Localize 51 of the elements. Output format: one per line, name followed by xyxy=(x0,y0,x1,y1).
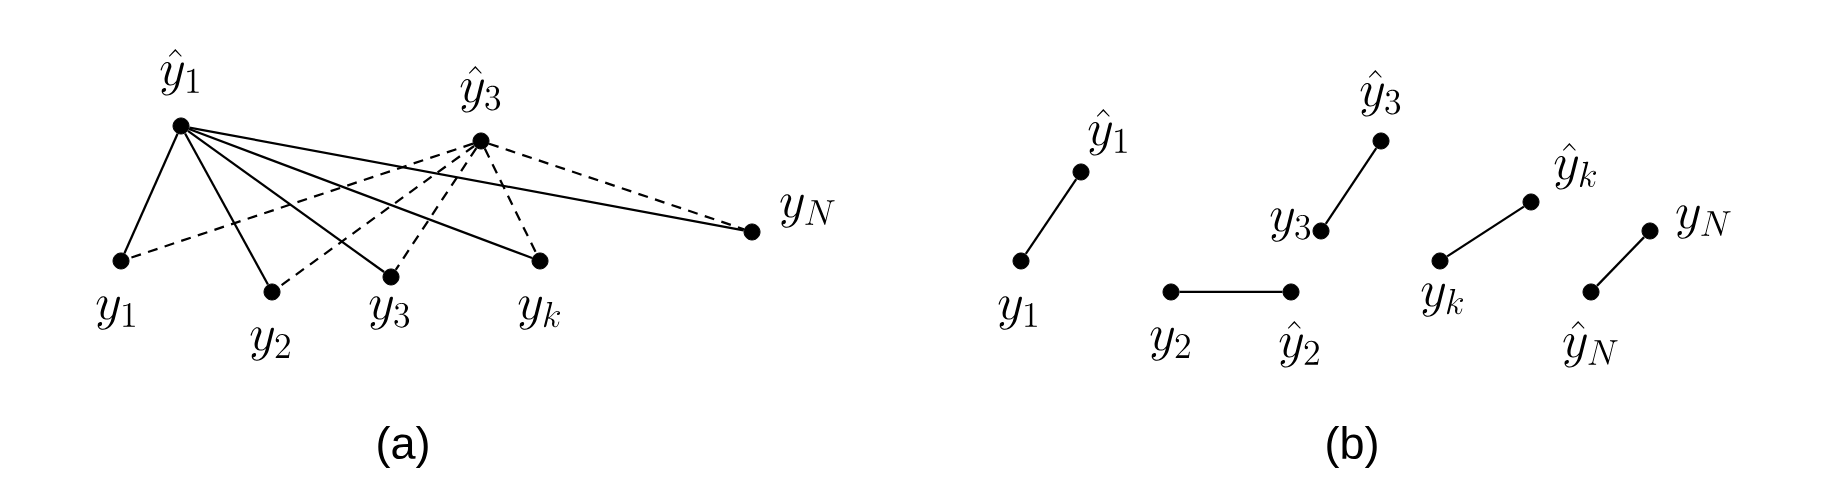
line xyxy=(128,142,474,260)
node-label: $\hat{y}_k$ xyxy=(1554,143,1597,190)
dot xyxy=(172,117,190,135)
node-label: $y_3$ xyxy=(1270,208,1311,242)
dot xyxy=(1282,283,1300,301)
node-label: $y_N$ xyxy=(1676,205,1731,239)
line xyxy=(1446,205,1525,258)
panel-label: (b) xyxy=(1327,426,1377,468)
line xyxy=(483,148,538,254)
line xyxy=(1596,236,1645,287)
node-label: $\hat{y}_1$ xyxy=(160,49,199,96)
dot xyxy=(382,268,400,286)
dot xyxy=(1582,283,1600,301)
dot xyxy=(1522,193,1540,211)
node-label: $y_2$ xyxy=(250,327,290,361)
dot xyxy=(1431,252,1449,270)
dot xyxy=(1072,163,1090,181)
dot xyxy=(472,132,490,150)
dot xyxy=(1012,252,1030,270)
node-label: $\hat{y}_1$ xyxy=(1088,109,1127,156)
dot xyxy=(1162,283,1180,301)
node-label: $\hat{y}_2$ xyxy=(1279,321,1319,368)
node-label: $y_k$ xyxy=(518,296,561,330)
node-label: $y_k$ xyxy=(1421,283,1464,317)
node-label: $y_3$ xyxy=(369,296,410,330)
line xyxy=(187,130,385,273)
dot xyxy=(531,252,549,270)
line xyxy=(188,127,533,260)
line xyxy=(278,145,475,288)
line xyxy=(394,147,478,271)
line xyxy=(1024,178,1078,255)
line xyxy=(488,142,745,231)
dot xyxy=(112,252,130,270)
line xyxy=(1324,147,1378,225)
panel-label: (a) xyxy=(378,426,428,468)
dot xyxy=(743,223,761,241)
dot xyxy=(1641,222,1659,240)
node-label: $y_1$ xyxy=(998,296,1037,330)
node-label: $y_1$ xyxy=(96,296,135,330)
line xyxy=(1179,290,1283,294)
dot xyxy=(1312,222,1330,240)
node-label: $\hat{y}_3$ xyxy=(1360,70,1401,117)
line xyxy=(184,132,269,286)
node-label: $y_2$ xyxy=(1150,327,1190,361)
dot xyxy=(1372,132,1390,150)
node-label: $\hat{y}_3$ xyxy=(460,66,501,113)
line xyxy=(123,133,179,254)
node-label: $y_N$ xyxy=(780,194,835,228)
line xyxy=(189,126,744,232)
node-label: $\hat{y}_N$ xyxy=(1563,321,1618,368)
dot xyxy=(263,283,281,301)
